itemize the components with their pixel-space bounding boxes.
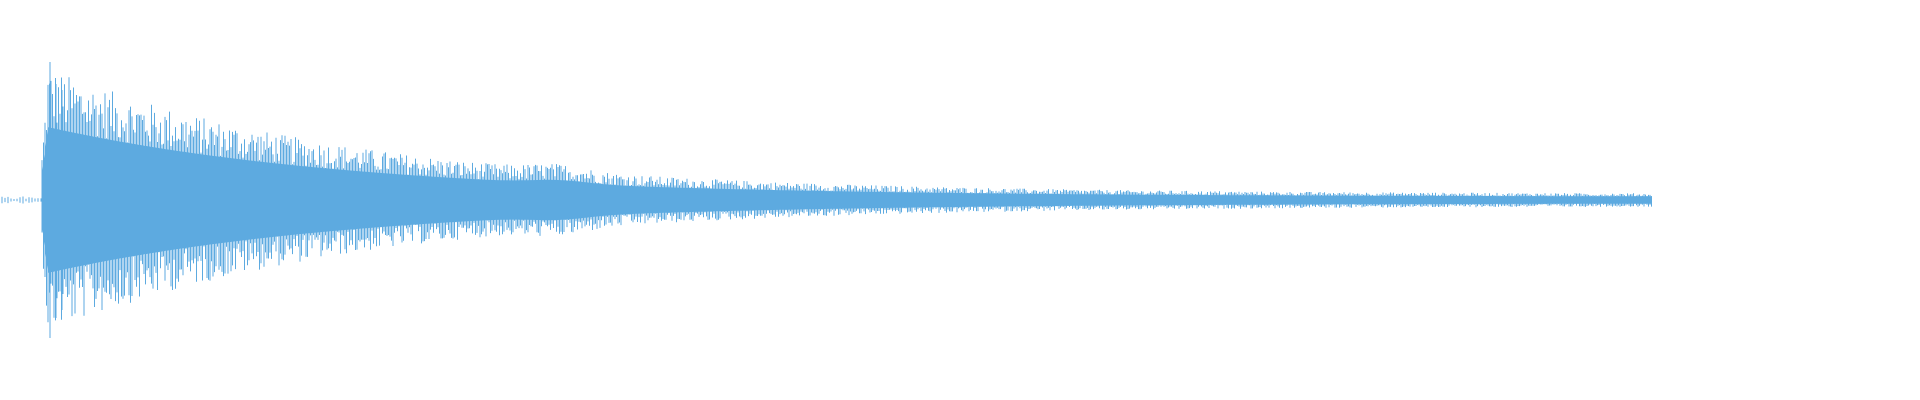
waveform-sample-lines (41, 62, 1652, 338)
waveform-pre-onset-noise (1, 196, 42, 204)
